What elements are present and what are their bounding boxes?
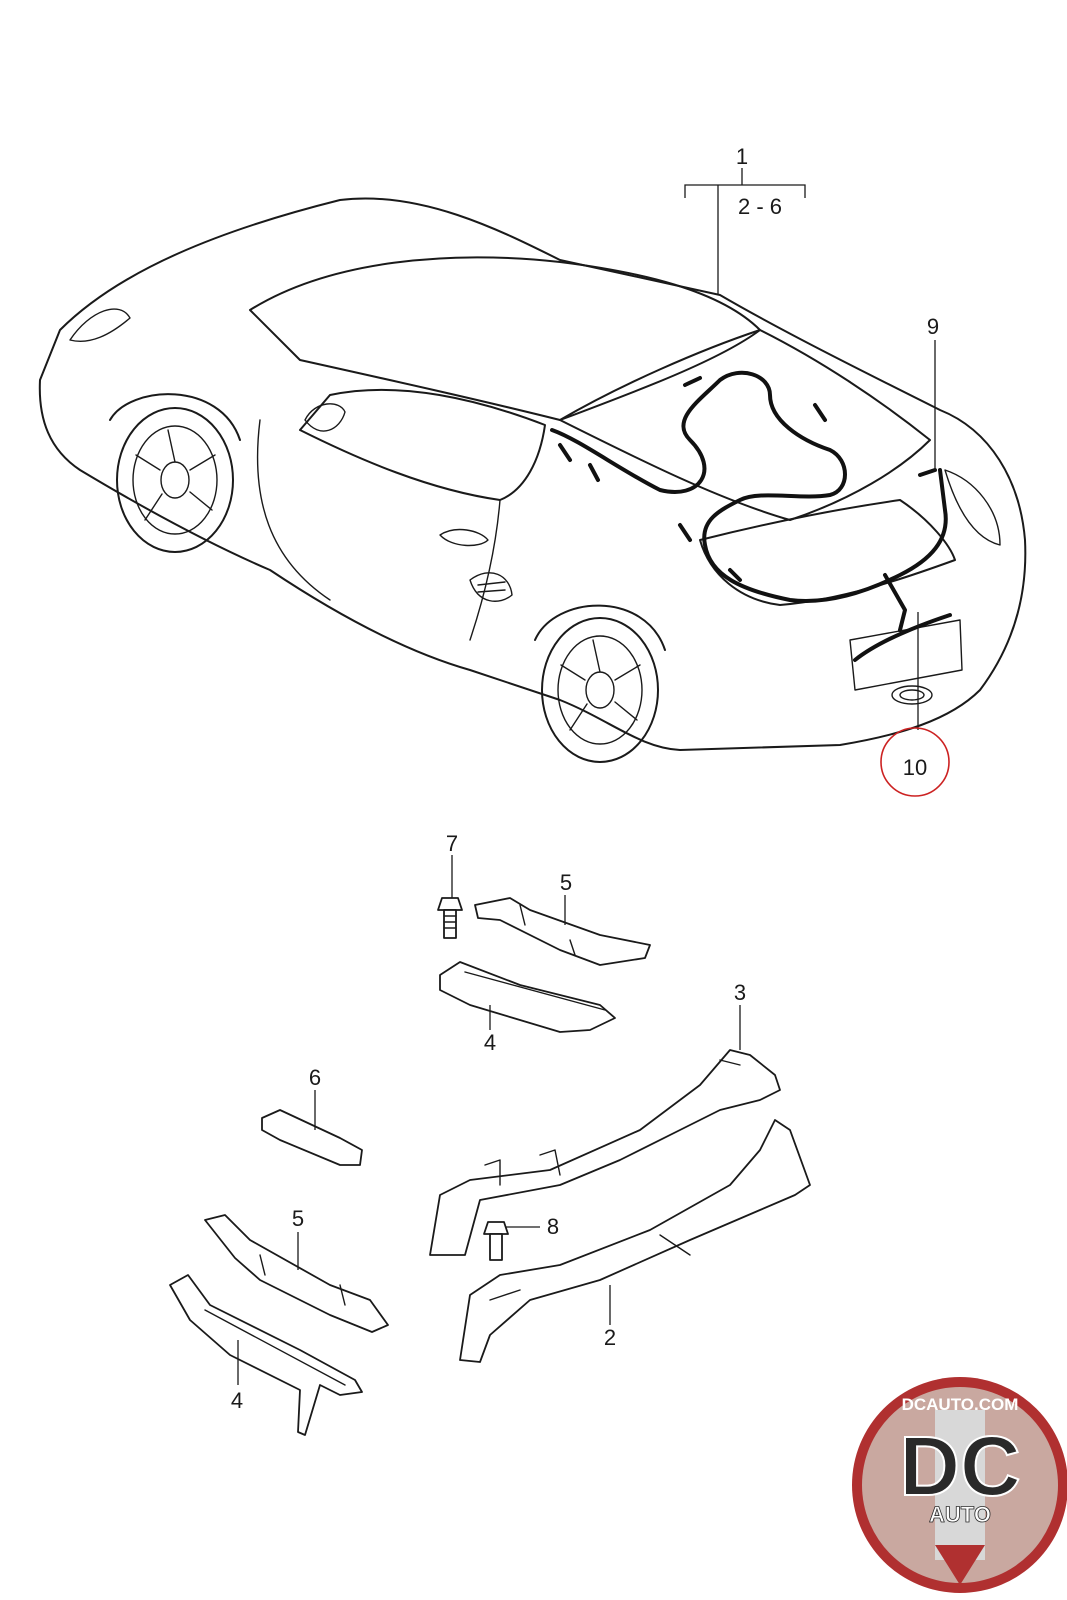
callout-1: 1 — [736, 144, 748, 169]
dcauto-logo: DCAUTO.COM DC AUTO — [852, 1377, 1067, 1593]
callout-10: 10 — [903, 755, 927, 780]
part-5-bracket-lower — [204, 1214, 389, 1333]
part-6-clip — [261, 1109, 363, 1166]
callout-5-upper: 5 — [560, 870, 572, 895]
callout-9: 9 — [927, 314, 939, 339]
part-5-bracket-upper — [474, 897, 651, 966]
callout-2: 2 — [604, 1325, 616, 1350]
logo-auto-text: AUTO — [929, 1502, 991, 1527]
part-7-bolt — [437, 897, 463, 939]
callout-3: 3 — [734, 980, 746, 1005]
callout-6: 6 — [309, 1065, 321, 1090]
part-8-bolt — [483, 1221, 509, 1261]
callout-7: 7 — [446, 831, 458, 856]
callout-2-6: 2 - 6 — [738, 194, 782, 219]
callout-leaders — [237, 168, 936, 1385]
highlight-circle — [880, 727, 950, 797]
logo-site-text: DCAUTO.COM — [902, 1395, 1019, 1414]
callout-labels: 1 2 - 6 9 10 7 5 4 3 6 5 8 2 4 — [231, 144, 939, 1413]
callout-4-upper: 4 — [484, 1030, 496, 1055]
part-4-bracket-upper — [439, 961, 616, 1033]
callout-8: 8 — [547, 1214, 559, 1239]
callout-5-lower: 5 — [292, 1206, 304, 1231]
logo-dc-text: DC — [899, 1419, 1020, 1513]
part-2-harness-channel — [459, 1119, 811, 1363]
car-illustration — [38, 197, 1027, 763]
callout-4-lower: 4 — [231, 1388, 243, 1413]
part-4-bracket-lower — [169, 1274, 363, 1436]
part-3-harness-channel — [429, 1049, 781, 1256]
wiring-harness — [550, 370, 952, 662]
